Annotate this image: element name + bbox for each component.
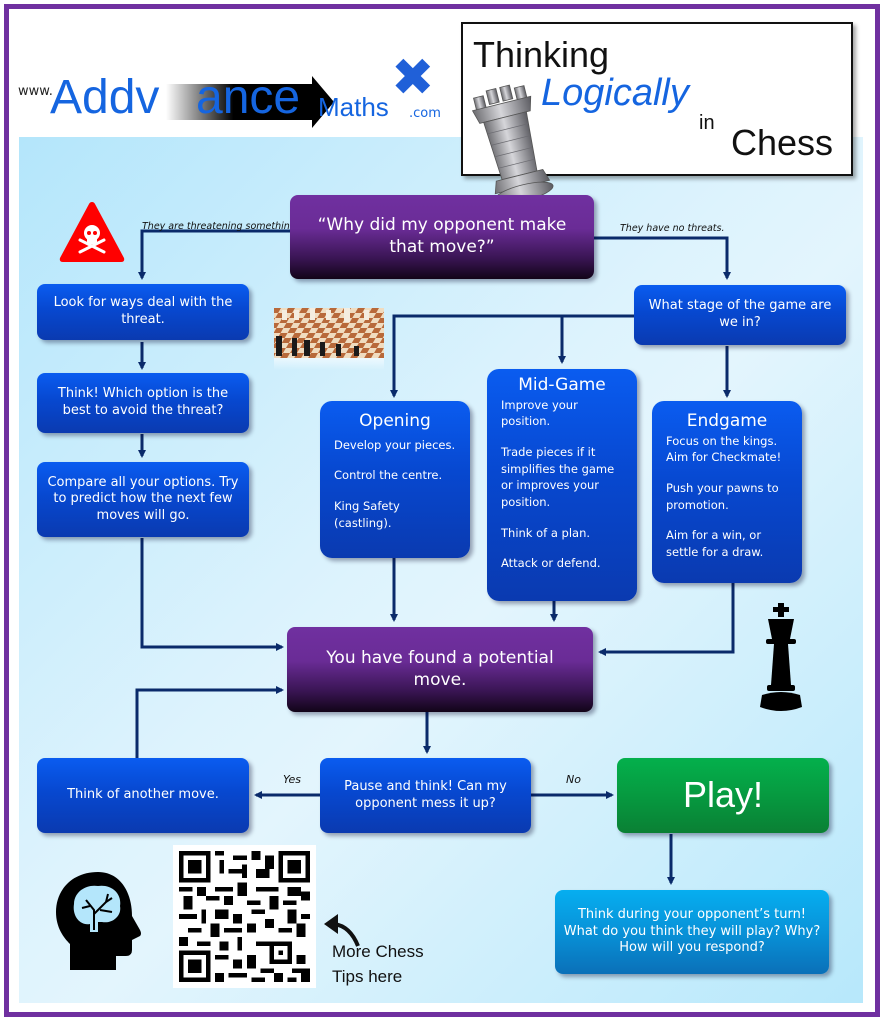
arrow-head	[312, 76, 334, 128]
play-text: Play!	[682, 774, 764, 816]
opponent-turn-text: Think during your opponent’s turn! What …	[563, 907, 821, 956]
title-thinking: Thinking	[473, 34, 610, 75]
stage-midgame-point: Think of a plan.	[501, 525, 591, 540]
opponent-turn-box: Think during your opponent’s turn! What …	[555, 890, 829, 974]
logo-com: .com	[409, 106, 441, 121]
stage-midgame-point: Improve your position.	[501, 397, 578, 429]
qr-caption-line2: Tips here	[332, 966, 403, 986]
curved-arrow-icon	[324, 914, 360, 947]
stage-opening-title: Opening	[359, 411, 431, 431]
pause-check-box: Pause and think! Can my opponent mess it…	[320, 758, 531, 833]
stage-endgame: Endgame Focus on the kings. Aim for Chec…	[652, 401, 802, 583]
stage-question-text: What stage of the game are we in?	[648, 298, 832, 330]
stage-midgame-point: Attack or defend.	[501, 556, 601, 571]
stage-endgame-point: Aim for a win, or settle for a draw.	[666, 528, 764, 560]
logo-addv: Addv	[50, 71, 160, 124]
question-box: “Why did my opponent make that move?”	[290, 195, 594, 279]
stage-midgame: Mid-Game Improve your position. Trade pi…	[487, 369, 637, 601]
title-chess: Chess	[731, 122, 834, 163]
threat-step-2: Think! Which option is the best to avoid…	[37, 373, 249, 433]
stage-opening: Opening Develop your pieces. Control the…	[320, 401, 470, 558]
qr-caption-line1: More Chess	[332, 942, 424, 961]
another-move-box: Think of another move.	[37, 758, 249, 833]
title-in: in	[699, 112, 715, 134]
stage-question-box: What stage of the game are we in?	[634, 285, 846, 345]
label-threatening: They are threatening something.	[142, 221, 299, 232]
qr-caption: More Chess Tips here	[332, 940, 424, 989]
logo-multiply-icon: ✖	[391, 48, 435, 108]
king-piece-icon	[760, 603, 802, 711]
threat-step-1-text: Look for ways deal with the threat.	[53, 295, 233, 327]
stage-midgame-point: Trade pieces if it simplifies the game o…	[501, 445, 615, 510]
found-move-box: You have found a potential move.	[287, 627, 593, 712]
threat-step-2-text: Think! Which option is the best to avoid…	[57, 386, 229, 418]
logo-arrow: ance	[166, 70, 334, 128]
qr-code-pattern	[179, 851, 310, 982]
logo-maths: Maths	[318, 92, 389, 122]
stage-opening-point: Develop your pieces.	[334, 437, 456, 452]
stage-endgame-title: Endgame	[686, 411, 768, 431]
play-box: Play!	[617, 758, 829, 833]
threat-step-3-text: Compare all your options. Try to predict…	[47, 474, 239, 523]
stage-opening-point: Control the centre.	[334, 468, 443, 483]
head-brain-icon	[56, 872, 141, 970]
label-no-threats: They have no threats.	[620, 223, 725, 234]
skull-warning-icon	[59, 202, 125, 262]
threat-step-1: Look for ways deal with the threat.	[37, 284, 249, 340]
arrow-shaft	[166, 84, 316, 120]
stage-midgame-title: Mid-Game	[518, 375, 606, 395]
title-logically: Logically	[541, 72, 689, 114]
addvance-maths-logo: www. Addv ance Maths .com ✖	[18, 50, 458, 135]
found-move-text: You have found a potential move.	[326, 647, 554, 690]
question-text: “Why did my opponent make that move?”	[317, 215, 567, 257]
pause-check-text: Pause and think! Can my opponent mess it…	[344, 778, 507, 811]
threat-step-3: Compare all your options. Try to predict…	[37, 462, 249, 537]
stage-endgame-point: Push your pawns to promotion.	[666, 481, 779, 512]
another-move-text: Think of another move.	[67, 787, 219, 803]
rook-icon	[471, 84, 554, 204]
label-yes: Yes	[283, 773, 302, 786]
logo-ance: ance	[196, 71, 301, 124]
logo-www: www.	[18, 84, 53, 99]
label-no: No	[566, 773, 581, 786]
stage-opening-point: King Safety (castling).	[334, 499, 400, 530]
stage-endgame-point: Focus on the kings. Aim for Checkmate!	[666, 433, 782, 465]
chessboard-photo	[274, 308, 384, 370]
qr-code[interactable]	[173, 845, 316, 988]
